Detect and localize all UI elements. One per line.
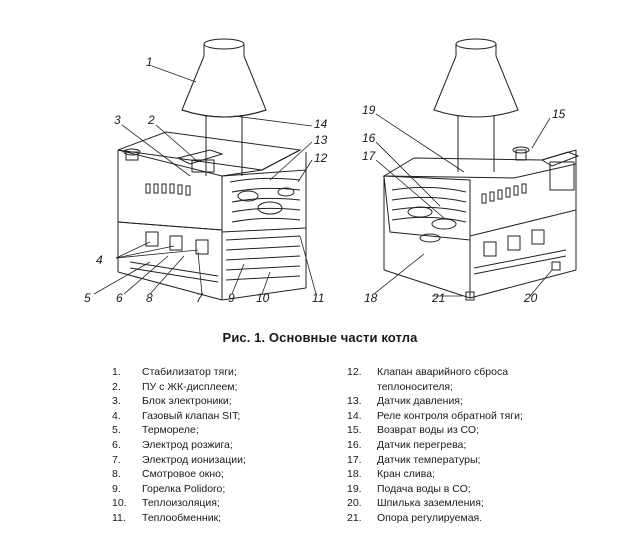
legend-item: 15. Возврат воды из СО; <box>347 423 627 438</box>
legend-item: 1. Стабилизатор тяги; <box>112 365 332 380</box>
callout-9: 9 <box>228 291 235 305</box>
legend-item: 11. Теплообменник; <box>112 511 332 526</box>
legend-item-number <box>347 380 377 395</box>
legend-item-text: Блок электроники; <box>142 395 232 408</box>
legend-item-text: Клапан аварийного сброса <box>377 366 509 378</box>
legend-item-number: 15. <box>347 424 362 437</box>
legend-item-text: Термореле; <box>142 424 199 437</box>
legend-item-number: 12. <box>347 366 362 378</box>
legend-item: 14. Реле контроля обратной тяги; <box>347 409 627 424</box>
figure-caption: Рис. 1. Основные части котла <box>222 330 418 345</box>
legend-item-text: Теплообменник; <box>142 511 222 524</box>
legend-right-column: 12. Клапан аварийного сброса теплоносителя… <box>347 365 627 526</box>
legend-item: 10. Теплоизоляция; <box>112 496 332 511</box>
callout-20: 20 <box>523 291 538 305</box>
legend-item-text: Теплоизоляция; <box>142 497 220 510</box>
leader-lines-right <box>373 113 553 297</box>
legend-item: 4. Газовый клапан SIT; <box>112 409 332 424</box>
legend-item: 8. Смотровое окно; <box>112 467 332 482</box>
legend-left-column: 1.Стабилизатор тяги;2.ПУ с ЖК-дисплеем;3… <box>112 365 332 526</box>
legend-item-number: 8. <box>112 468 121 481</box>
right-boiler-drawing <box>382 38 580 301</box>
legend-item-number: 1. <box>112 366 121 378</box>
callout-17: 17 <box>362 149 377 163</box>
legend-item: 5. Термореле; <box>112 423 332 438</box>
legend-item-number: 17. <box>347 453 362 466</box>
legend-item: 2. ПУ с ЖК-дисплеем; <box>112 380 332 395</box>
callout-5: 5 <box>84 291 91 305</box>
callout-6: 6 <box>116 291 123 305</box>
legend-item-number: 10. <box>112 497 127 510</box>
legend-item: 19. Подача воды в СО; <box>347 482 627 497</box>
legend-item-text: Электрод розжига; <box>142 438 233 451</box>
legend-item-text: теплоносителя; <box>377 380 453 393</box>
callout-15: 15 <box>552 107 566 121</box>
legend-item-text: Газовый клапан SIT; <box>142 409 241 422</box>
legend-item: 13. Датчик давления; <box>347 394 627 409</box>
legend-item-text: Опора регулируемая. <box>377 511 483 524</box>
callout-8: 8 <box>146 291 153 305</box>
legend-item: теплоносителя; <box>347 380 627 395</box>
legend-item: 3. Блок электроники; <box>112 394 332 409</box>
legend-item-number: 18. <box>347 468 362 481</box>
legend-item-text: Возврат воды из СО; <box>377 424 479 437</box>
legend-item-number: 19. <box>347 482 362 495</box>
callout-labels: 1 2 3 4 5 6 8 7 9 10 11 12 13 14 15 16 1… <box>84 55 566 305</box>
callout-1: 1 <box>146 55 153 69</box>
legend-item-text: Датчик давления; <box>377 395 463 408</box>
callout-2: 2 <box>147 113 155 127</box>
legend-item: 18. Кран слива; <box>347 467 627 482</box>
legend-item-number: 4. <box>112 409 121 422</box>
callout-12: 12 <box>314 151 328 165</box>
legend-item-text: Кран слива; <box>377 468 435 481</box>
legend-item: 17. Датчик температуры; <box>347 453 627 468</box>
legend-item-text: Горелка Polidoro; <box>142 482 226 495</box>
legend-item-number: 5. <box>112 424 121 437</box>
legend-item-text: Электрод ионизации; <box>142 453 246 466</box>
legend-item-number: 7. <box>112 453 121 466</box>
legend-item-text: Подача воды в СО; <box>377 482 471 495</box>
legend-item-number: 13. <box>347 395 362 408</box>
callout-7: 7 <box>196 291 204 305</box>
legend-item: 6. Электрод розжига; <box>112 438 332 453</box>
legend-item: 12. Клапан аварийного сброса <box>347 365 627 380</box>
callout-18: 18 <box>364 291 378 305</box>
callout-21: 21 <box>431 291 445 305</box>
legend-item-text: Стабилизатор тяги; <box>142 366 237 378</box>
callout-16: 16 <box>362 131 376 145</box>
legend-item-number: 2. <box>112 380 121 393</box>
legend-item: 7. Электрод ионизации; <box>112 453 332 468</box>
legend-item: 20. Шпилька заземления; <box>347 496 627 511</box>
legend-item-number: 21. <box>347 511 362 524</box>
callout-19: 19 <box>362 103 376 117</box>
legend-item-text: Шпилька заземления; <box>377 497 484 510</box>
legend-item: 21. Опора регулируемая. <box>347 511 627 526</box>
legend-item-number: 9. <box>112 482 121 495</box>
legend-item-number: 6. <box>112 438 121 451</box>
legend-item: 16. Датчик перегрева; <box>347 438 627 453</box>
callout-13: 13 <box>314 133 328 147</box>
legend-item-number: 11. <box>112 511 126 524</box>
legend-item-text: Датчик температуры; <box>377 453 481 466</box>
callout-10: 10 <box>256 291 270 305</box>
legend-item-text: Реле контроля обратной тяги; <box>377 409 523 422</box>
left-boiler-drawing <box>117 38 307 301</box>
callout-4: 4 <box>96 253 103 267</box>
leader-lines-left <box>93 65 317 295</box>
legend-item-number: 14. <box>347 409 362 422</box>
callout-3: 3 <box>114 113 121 127</box>
callout-14: 14 <box>314 117 328 131</box>
callout-11: 11 <box>312 291 324 305</box>
legend-item-number: 3. <box>112 395 121 408</box>
legend-item-text: ПУ с ЖК-дисплеем; <box>142 380 238 393</box>
legend-item-number: 16. <box>347 438 362 451</box>
legend-item: 9. Горелка Polidoro; <box>112 482 332 497</box>
legend-item-text: Смотровое окно; <box>142 468 224 481</box>
boiler-diagram: 1 2 3 4 5 6 8 7 9 10 11 12 13 14 15 16 1… <box>84 38 580 305</box>
legend-item-number: 20. <box>347 497 362 510</box>
legend-item-text: Датчик перегрева; <box>377 438 467 451</box>
